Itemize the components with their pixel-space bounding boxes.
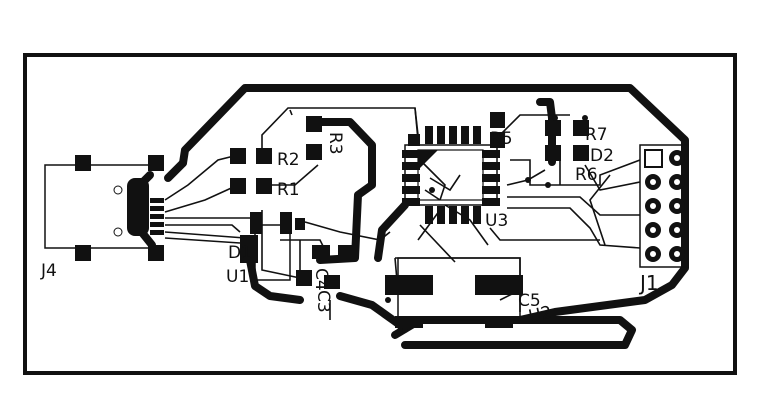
- label-r6: R6: [575, 165, 598, 185]
- usb-connector-j4: [44, 155, 164, 261]
- label-r2: R2: [277, 150, 300, 170]
- label-u3: U3: [485, 211, 508, 231]
- vias: [385, 115, 588, 333]
- label-c5: C5: [518, 291, 541, 311]
- label-c4: C4: [311, 268, 331, 291]
- resistor-r5: [490, 112, 505, 148]
- label-c3: C3: [313, 290, 333, 313]
- capacitor-c4: [312, 245, 356, 259]
- resistor-r2: [230, 148, 272, 164]
- capacitor-c3: [296, 270, 340, 289]
- header-j1: [639, 144, 689, 268]
- label-d2: D2: [590, 146, 614, 166]
- label-j1: J1: [638, 271, 659, 295]
- resistor-r3: [306, 116, 322, 160]
- board-outline: [23, 53, 737, 375]
- label-r5: R5: [490, 129, 513, 149]
- component-u2: [385, 257, 523, 328]
- diode-d2: [545, 145, 589, 161]
- label-r3: R3: [325, 132, 345, 155]
- resistor-r7: [545, 120, 589, 136]
- label-r1: R1: [277, 180, 300, 200]
- label-j4: J4: [40, 261, 57, 281]
- regulator-u1: [240, 212, 305, 281]
- label-u1: U1: [226, 267, 249, 287]
- resistor-r1: [230, 178, 272, 194]
- label-d1: D1: [228, 243, 252, 263]
- ic-u3: [402, 126, 500, 224]
- label-r7: R7: [585, 125, 608, 145]
- label-u2: U2: [527, 302, 554, 326]
